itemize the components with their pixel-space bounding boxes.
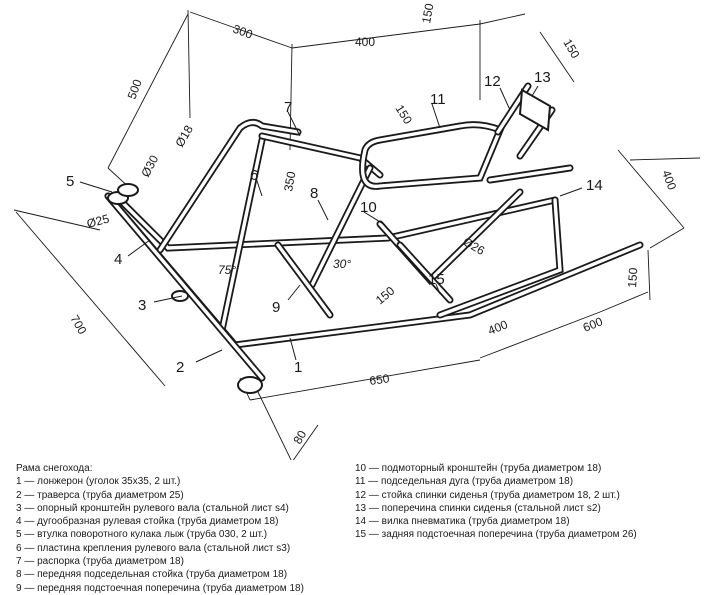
legend-item-13: 13 — поперечина спинки сиденья (стальной… <box>355 502 601 514</box>
dim-diam-26: Ø26 <box>461 234 488 258</box>
dim-300: 300 <box>231 22 255 42</box>
dim-150-right: 150 <box>625 267 640 288</box>
callout-leaders <box>79 85 583 363</box>
legend-item-12: 12 — стойка спинки сиденья (труба диамет… <box>355 489 620 501</box>
seat-back-plate <box>518 88 552 132</box>
legend-item-15: 15 — задняя подстоечная поперечина (труб… <box>355 529 637 541</box>
dim-150-mid: 150 <box>373 283 398 307</box>
dim-diam-30: Ø30 <box>138 153 161 180</box>
callout-2: 2 <box>176 359 184 376</box>
callout-13: 13 <box>534 69 551 86</box>
legend-item-4: 4 — дугообразная рулевая стойка (труба д… <box>16 516 279 528</box>
dim-150-arc: 150 <box>392 102 415 127</box>
callout-6: 6 <box>250 167 258 184</box>
legend-item-11: 11 — подседельная дуга (труба диаметром … <box>355 476 574 488</box>
callout-8: 8 <box>310 185 318 202</box>
legend-item-2: 2 — траверса (труба диаметром 25) <box>16 489 184 501</box>
dim-80: 80 <box>290 428 309 447</box>
legend-item-1: 1 — лонжерон (уголок 35х35, 2 шт.) <box>16 476 181 488</box>
dim-400-right: 400 <box>659 168 679 192</box>
dim-700: 700 <box>67 313 89 338</box>
callout-11: 11 <box>430 91 446 108</box>
dim-150-top: 150 <box>419 2 436 24</box>
caption-title: Рама снегохода: <box>16 463 93 474</box>
dim-500: 500 <box>125 77 145 101</box>
callout-3: 3 <box>138 297 146 314</box>
legend-item-7: 7 — распорка (труба диаметром 18) <box>16 556 184 568</box>
callout-12: 12 <box>484 73 501 90</box>
dim-600: 600 <box>581 314 605 335</box>
callout-7: 7 <box>284 99 292 116</box>
dim-diam-25: Ø25 <box>85 211 111 230</box>
legend-item-3: 3 — опорный кронштейн рулевого вала (ста… <box>16 502 289 514</box>
snowmobile-frame-drawing: 300 400 150 150 150 500 Ø18 Ø30 Ø25 350 … <box>13 2 701 460</box>
callout-4: 4 <box>114 251 122 268</box>
callout-5: 5 <box>66 173 74 190</box>
callout-15: 15 <box>428 271 445 288</box>
angle-30: 30° <box>333 257 351 271</box>
dim-400-bottom: 400 <box>486 317 510 338</box>
dim-400-top: 400 <box>355 35 375 49</box>
legend-item-14: 14 — вилка пневматика (труба диаметром 1… <box>355 516 570 528</box>
legend-item-8: 8 — передняя подседельная стойка (труба … <box>16 569 288 581</box>
callout-14: 14 <box>586 177 603 194</box>
dim-650: 650 <box>368 371 390 388</box>
dimension-labels: 300 400 150 150 150 500 Ø18 Ø30 Ø25 350 … <box>67 2 679 446</box>
dim-150-seat: 150 <box>560 37 582 62</box>
dim-350: 350 <box>281 170 298 192</box>
dimension-lines <box>13 9 701 460</box>
legend-item-6: 6 — пластина крепления рулевого вала (ст… <box>16 542 291 554</box>
angle-75: 75° <box>218 263 236 277</box>
legend-item-5: 5 — втулка поворотного кулака лыж (труба… <box>16 529 268 541</box>
callout-1: 1 <box>294 359 302 376</box>
frame-tubes <box>104 82 644 382</box>
legend-column-left: Рама снегохода: 1 — лонжерон (уголок 35х… <box>16 462 346 595</box>
frame-caption: Рама снегохода: 1 — лонжерон (уголок 35х… <box>0 462 718 595</box>
callout-9: 9 <box>272 299 280 316</box>
callout-numbers: 1 2 3 4 5 6 7 8 9 10 11 12 13 14 15 <box>66 69 603 376</box>
callout-10: 10 <box>360 199 377 216</box>
legend-column-right: 10 — подмоторный кронштейн (труба диамет… <box>355 462 715 542</box>
legend-item-10: 10 — подмоторный кронштейн (труба диамет… <box>355 463 602 474</box>
legend-item-9: 9 — передняя подстоечная поперечина (тру… <box>16 582 304 594</box>
bushings <box>107 183 263 394</box>
dim-diam-18: Ø18 <box>172 123 196 150</box>
